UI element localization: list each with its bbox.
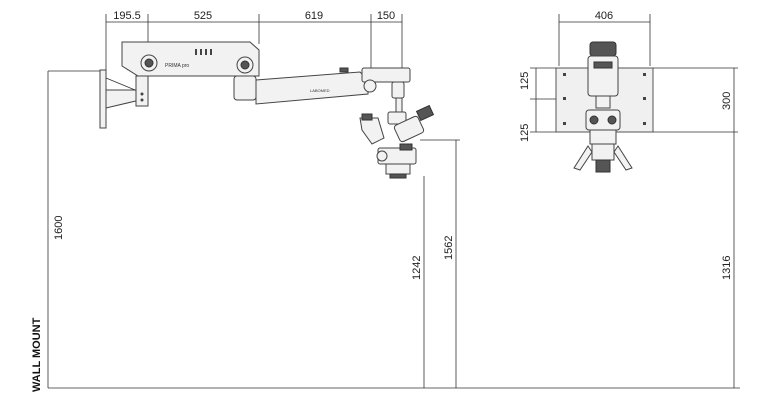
- dim-619: 619: [305, 10, 323, 22]
- dim-406: 406: [595, 10, 613, 22]
- dim-525: 525: [194, 10, 212, 22]
- wall-bracket: [99, 69, 149, 129]
- first-arm: PRIMA pro: [121, 41, 260, 77]
- microscope-head-side: [359, 104, 435, 179]
- dim-1242: 1242: [411, 256, 423, 280]
- dim-1600: 1600: [53, 216, 65, 240]
- diagram-title: WALL MOUNT: [31, 317, 43, 392]
- arm-logo: PRIMA pro: [165, 63, 189, 69]
- second-arm: LABOMED: [233, 67, 411, 115]
- dim-1316: 1316: [721, 256, 733, 280]
- dim-1562: 1562: [443, 236, 455, 260]
- dim-125-bottom: 125: [519, 124, 531, 142]
- vent-slots: [195, 49, 212, 55]
- microscope-front: [573, 41, 633, 173]
- arm-logo-2: LABOMED: [310, 88, 330, 93]
- dim-150: 150: [377, 10, 395, 22]
- dim-125-top: 125: [519, 72, 531, 90]
- dim-195-5: 195.5: [113, 10, 141, 22]
- dim-300: 300: [721, 92, 733, 110]
